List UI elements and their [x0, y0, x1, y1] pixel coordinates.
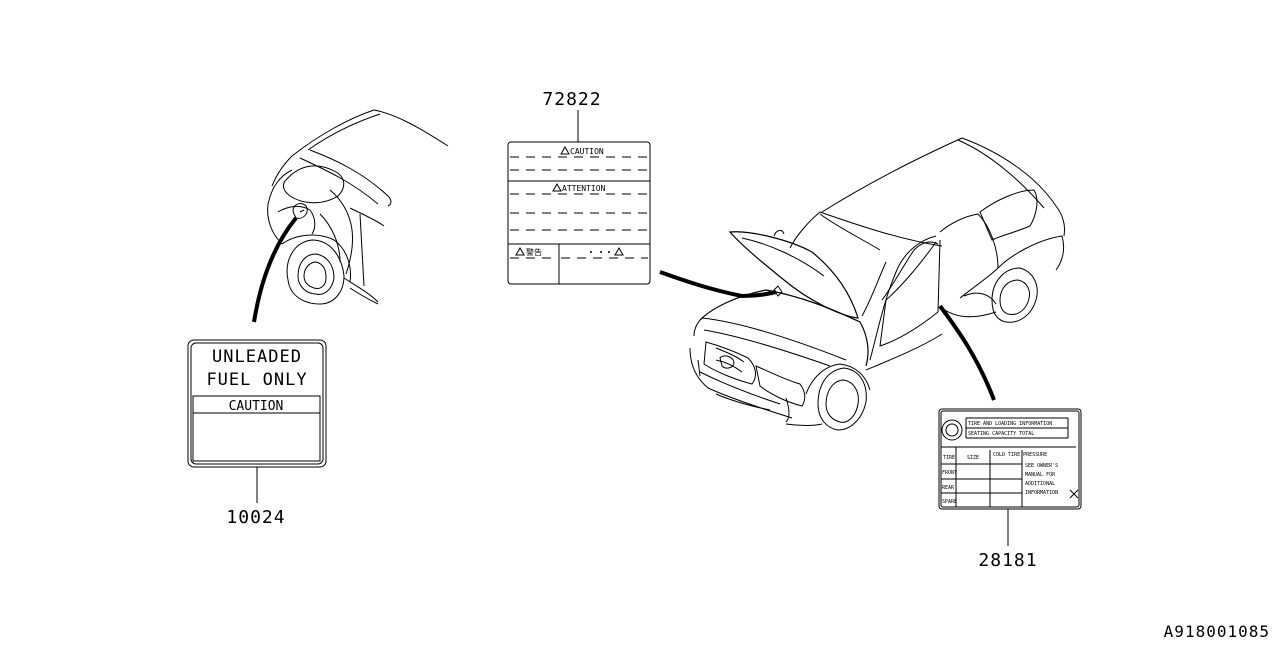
size-col-header: SIZE	[967, 455, 979, 461]
note-line-1: SEE OWNER'S	[1025, 463, 1058, 469]
leader-72822	[659, 270, 777, 299]
tire-icon	[941, 419, 963, 441]
dot-icon	[590, 251, 592, 253]
part-number-28181: 28181	[978, 550, 1037, 571]
warning-triangle-icon	[614, 246, 624, 256]
row-front: FRONT	[942, 470, 957, 476]
unleaded-line-2: FUEL ONLY	[206, 370, 307, 390]
tire-icon-inner	[945, 423, 959, 437]
attention-heading-72822: ATTENTION	[562, 184, 606, 193]
dot-icon	[600, 251, 602, 253]
note-line-4: INFORMATION	[1025, 490, 1058, 496]
row-spare: SPARE	[942, 499, 957, 505]
unleaded-line-1: UNLEADED	[212, 347, 302, 367]
rear-car-outline	[267, 109, 449, 305]
row-rear: REAR	[942, 485, 955, 491]
warning-triangle-icon	[560, 145, 570, 155]
cross-mark-icon	[1069, 489, 1079, 499]
tire-col-header: TIRE	[943, 455, 955, 461]
leader-10024	[252, 216, 298, 323]
dot-icon	[608, 251, 610, 253]
caution-heading-10024: CAUTION	[229, 399, 284, 414]
seating-capacity-text: SEATING CAPACITY TOTAL	[968, 431, 1034, 437]
note-line-2: MANUAL FOR	[1025, 472, 1056, 478]
part-number-10024: 10024	[226, 507, 285, 528]
warning-triangle-icon	[515, 246, 525, 256]
part-number-72822: 72822	[542, 89, 601, 110]
leader-28181	[938, 304, 996, 401]
pressure-col-header: COLD TIRE PRESSURE	[993, 452, 1047, 458]
warning-triangle-icon	[552, 182, 562, 192]
figure-number: A918001085	[1164, 622, 1270, 640]
note-line-3: ADDITIONAL	[1025, 481, 1055, 487]
label-10024: UNLEADED FUEL ONLY CAUTION	[187, 339, 327, 468]
front-car-outline	[689, 137, 1065, 431]
tire-info-title: TIRE AND LOADING INFORMATION	[968, 421, 1052, 427]
label-72822: CAUTION ATTENTION 警告	[507, 141, 651, 285]
hood-latch-icon	[773, 285, 783, 297]
caution-heading-72822: CAUTION	[570, 147, 604, 156]
label-28181: TIRE AND LOADING INFORMATION SEATING CAP…	[938, 408, 1082, 510]
warning-heading-72822: 警告	[526, 247, 542, 257]
